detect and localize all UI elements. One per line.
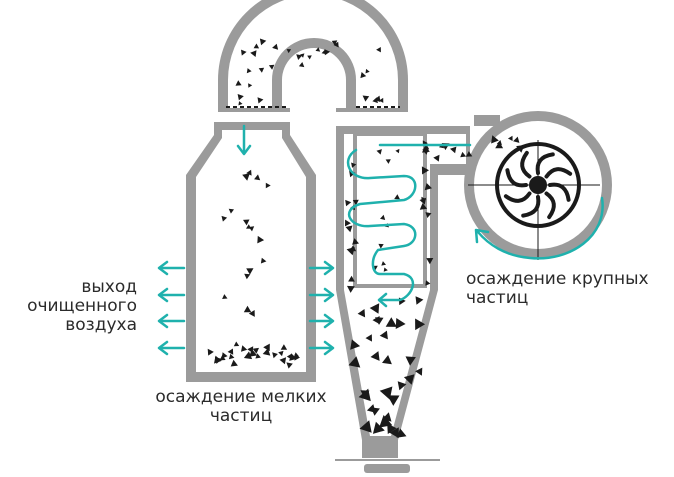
triangle-particle-icon xyxy=(307,55,312,59)
fine-label-line2: частиц xyxy=(146,407,336,426)
dust-bin xyxy=(364,464,410,473)
coarse-particles-label: осаждение крупных частиц xyxy=(466,270,649,308)
filter-chamber-interior xyxy=(196,130,306,372)
exit-label-line1: выход xyxy=(27,278,137,297)
exit-label-line3: воздуха xyxy=(27,316,137,335)
triangle-particle-icon xyxy=(299,62,304,67)
coarse-label-line1: осаждение крупных xyxy=(466,270,649,289)
coarse-label-line2: частиц xyxy=(466,289,649,308)
exit-label-line2: очищенного xyxy=(27,297,137,316)
fine-label-line1: осаждение мелких xyxy=(146,388,336,407)
fine-particles-label: осаждение мелких частиц xyxy=(146,388,336,426)
exit-label: выход очищенного воздуха xyxy=(27,278,137,335)
